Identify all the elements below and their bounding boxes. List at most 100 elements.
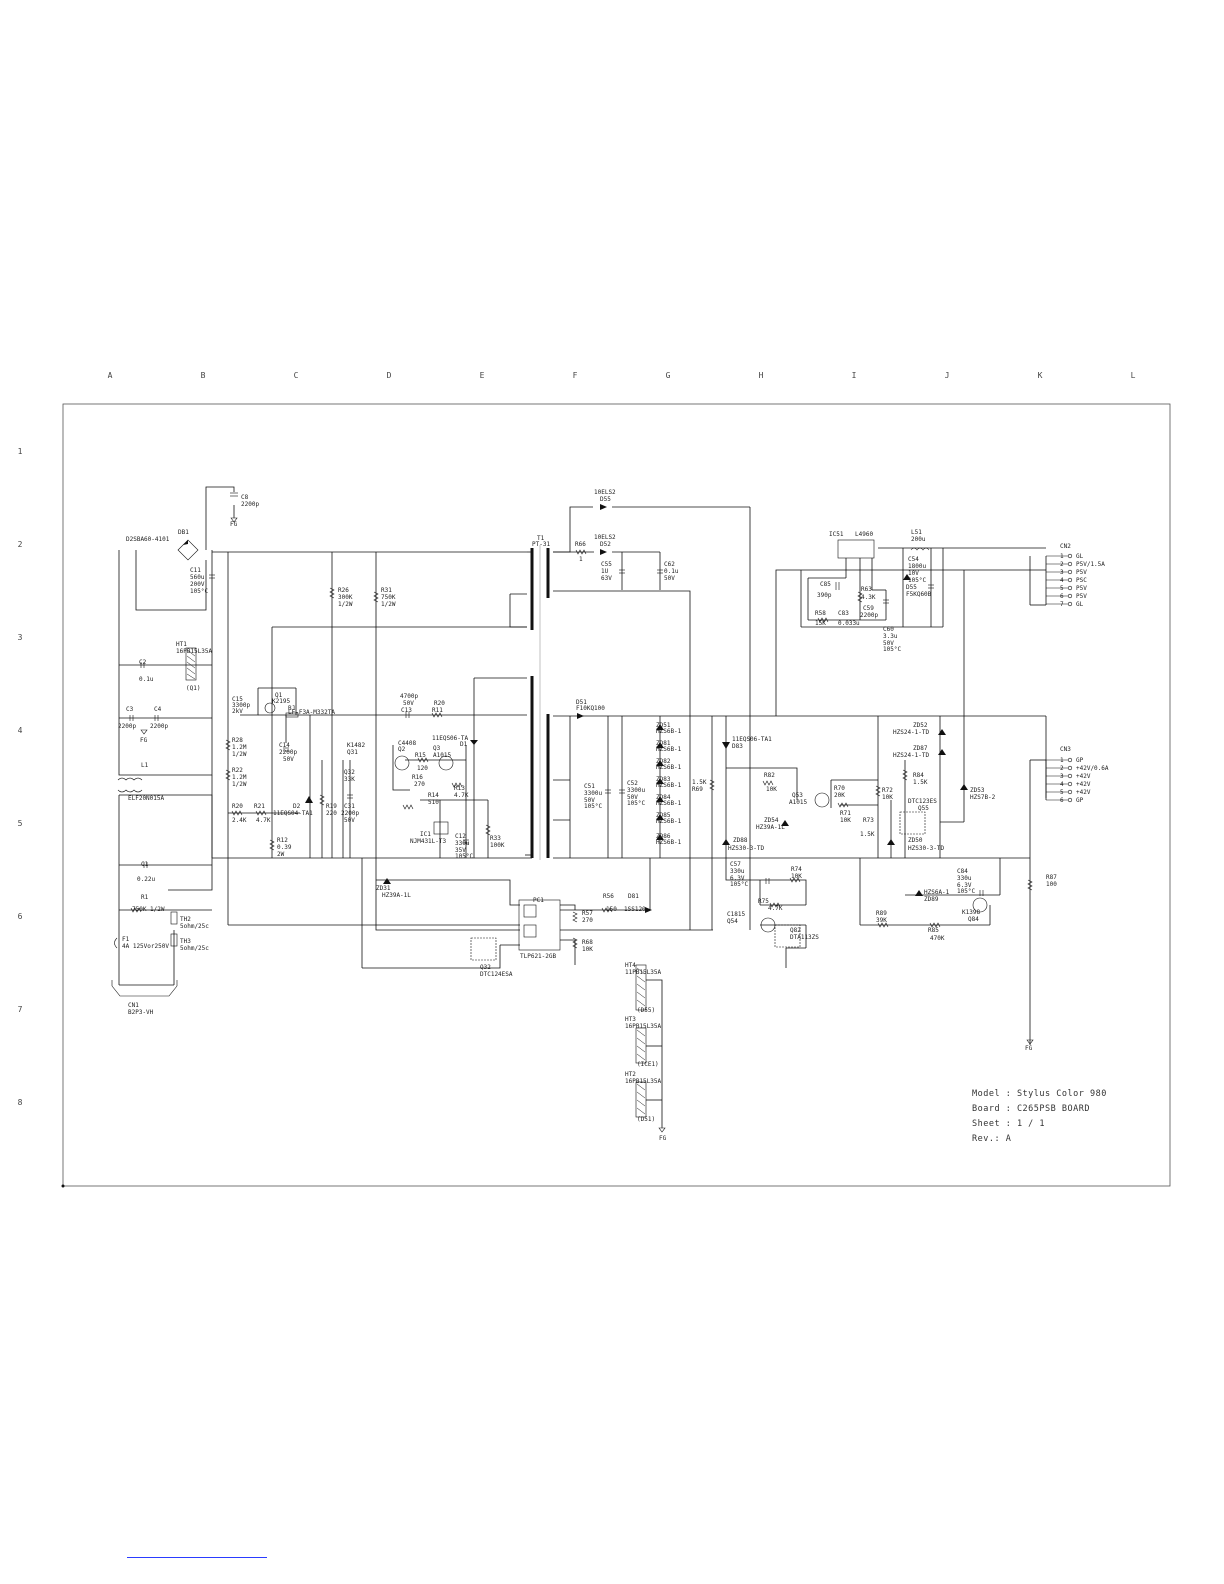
cn3-pin-number: 5: [1060, 789, 1064, 796]
label-r82: R82: [764, 772, 775, 779]
cn3-pin-number: 4: [1060, 781, 1064, 788]
label-c11: C11: [190, 567, 201, 574]
label-db1-part: D2SBA60-4101: [126, 536, 170, 543]
label-r73: R73: [863, 817, 874, 824]
label-th2: TH2: [180, 916, 191, 923]
label-zd-stack: ZD81: [656, 740, 671, 747]
grid-row: 1: [18, 447, 23, 456]
label-c57: C57: [730, 861, 741, 868]
label-c60: C60: [883, 626, 894, 633]
label-fg: FG: [230, 521, 238, 528]
label-r89: R89: [876, 910, 887, 917]
footer-link-underline[interactable]: [127, 1557, 267, 1558]
label-r26: R26: [338, 587, 349, 594]
label-cn1: CN1: [128, 1002, 139, 1009]
grid-row: 3: [18, 633, 23, 642]
label-c62: C62: [664, 561, 675, 568]
grid-row: 4: [18, 726, 23, 735]
label-c3: 2200p: [118, 723, 136, 730]
label-r58: R58: [815, 610, 826, 617]
label-c59: 2200p: [860, 612, 878, 619]
label-r68: 10K: [582, 946, 593, 953]
label-c8: C8 2200p: [241, 494, 259, 508]
label-r56: R56: [603, 893, 614, 900]
label-d55b: F5KQ60B: [906, 591, 932, 598]
label-c14: C14: [279, 742, 290, 749]
label-d81: D81: [628, 893, 639, 900]
label-zd-stack: ZD82: [656, 758, 671, 765]
label-q32b: DTC124ESA: [480, 971, 513, 978]
label-ic1: IC1: [420, 831, 431, 838]
label-c83: C83: [838, 610, 849, 617]
label-r70: R70: [834, 785, 845, 792]
label-r71: R71: [840, 810, 851, 817]
label-c54: 105°C: [908, 577, 926, 584]
label-c52: C52: [627, 780, 638, 787]
label-ht1: (Q1): [186, 685, 200, 692]
label-zd-stack: ZD85: [656, 812, 671, 819]
label-c12: 330u: [455, 840, 470, 847]
label-ht3: (ICE1): [637, 1061, 659, 1068]
grid-col: G: [666, 371, 671, 380]
label-q32b: Q32: [480, 964, 491, 971]
label-c57: 6.3V: [730, 875, 745, 882]
label-q32: Q32: [344, 769, 355, 776]
cn2-pin-number: 6: [1060, 593, 1064, 600]
label-zd89: ZD89: [924, 896, 939, 903]
label-c15: 2kV: [232, 708, 243, 715]
label-r20: R20: [232, 803, 243, 810]
grid-col: A: [108, 371, 113, 380]
label-r84: 1.5K: [913, 779, 928, 786]
label-c14: 2200p: [279, 749, 297, 756]
label-r14: 510: [428, 799, 439, 806]
cn2-pin-number: 5: [1060, 585, 1064, 592]
cn2-pin-number: 4: [1060, 577, 1064, 584]
label-d51: F10KQ100: [576, 705, 605, 712]
label-c14: 50V: [283, 756, 294, 763]
label-c55: C55: [601, 561, 612, 568]
grid-row: 5: [18, 819, 23, 828]
label-k1398: Q84: [968, 916, 979, 923]
grid-col: E: [480, 371, 485, 380]
label-q54: C1815: [727, 911, 745, 918]
label-r69: 1.5K: [692, 779, 707, 786]
label-r13: 4.7K: [454, 792, 469, 799]
label-c11: 560u: [190, 574, 205, 581]
label-zd-stack: HZS6B-1: [656, 800, 682, 807]
label-fg: FG: [659, 1135, 667, 1142]
title-sheet: Sheet : 1 / 1: [972, 1119, 1045, 1129]
label-r69: R69: [692, 786, 703, 793]
label-r22: R22: [232, 767, 243, 774]
label-c1: C1: [141, 861, 149, 868]
label-cn3: CN3: [1060, 746, 1071, 753]
label-zd-stack: HZS6B-1: [656, 728, 682, 735]
label-r75: R75: [758, 898, 769, 905]
label-d51: D51: [576, 699, 587, 706]
label-ht2: (D51): [637, 1116, 655, 1123]
label-r28: R28: [232, 737, 243, 744]
label-r1: 750K 1/2W: [132, 906, 165, 913]
cn2-pin-number: 1: [1060, 553, 1064, 560]
label-r22: 1/2W: [232, 781, 247, 788]
label-ht3: 16PB15L35A: [625, 1023, 662, 1030]
cn2-pin-label: GL: [1076, 553, 1084, 560]
label-zd87: HZS24-1-TD: [893, 752, 930, 759]
label-r57: R57: [582, 910, 593, 917]
grid-row: 8: [18, 1098, 23, 1107]
label-c60: 50V: [883, 640, 894, 647]
label-r12: 0.39: [277, 844, 292, 851]
label-c8: C8: [241, 494, 249, 501]
label-q3: A1015: [433, 752, 451, 759]
label-r82: 10K: [766, 786, 777, 793]
label-ht2: 16PB15L35A: [625, 1078, 662, 1085]
label-r70: 20K: [834, 792, 845, 799]
grid-col: I: [852, 371, 857, 380]
label-c84: 330u: [957, 875, 972, 882]
grid-rows: 1 2 3 4 5 6 7 8: [18, 447, 23, 1107]
label-c11: 200V: [190, 581, 205, 588]
label-c11: 105°C: [190, 588, 208, 595]
label-c12: 35V: [455, 847, 466, 854]
label-r16: R16: [412, 774, 423, 781]
label-c3: C3: [126, 706, 134, 713]
